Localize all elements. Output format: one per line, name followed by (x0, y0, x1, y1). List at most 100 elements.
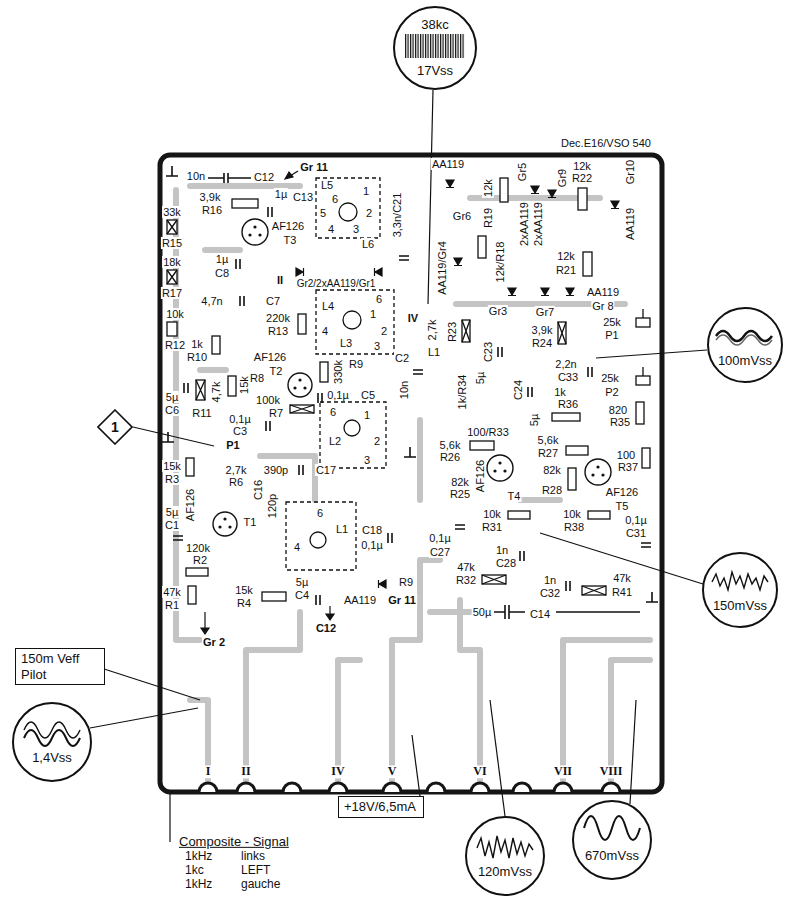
part-label: C28 (495, 557, 517, 569)
signal-note: gauche (240, 878, 281, 891)
part-label: 3 (352, 223, 360, 235)
resistor-symbol (578, 188, 587, 210)
transistor-pin (218, 225, 604, 528)
note-text: +18V/6,5mA (344, 799, 418, 815)
part-label: AF126 (474, 459, 486, 493)
capacitor-symbol (399, 256, 409, 260)
resistor-symbol (462, 320, 470, 342)
resistor-symbol (167, 220, 177, 234)
pin-name: IV (330, 765, 345, 778)
leader-line (133, 427, 214, 446)
part-label: 3 (363, 454, 371, 466)
part-label: 18k (162, 256, 182, 268)
transistor-pin (493, 469, 496, 472)
part-label: C24 (512, 379, 524, 401)
callout-ground (13, 7, 782, 895)
part-label: R25 (449, 488, 471, 500)
part-label: R38 (563, 521, 585, 533)
part-label: AA119 (343, 594, 377, 606)
waveform (716, 335, 772, 345)
ground-symbol (162, 166, 658, 602)
part-label: L4 (321, 300, 335, 312)
copper-track (520, 497, 560, 503)
part-label: AF126 (253, 351, 287, 363)
part-label: C13 (292, 191, 314, 203)
signal-note: 1kc (184, 864, 205, 877)
part-label: 50µ (472, 606, 493, 618)
part-label: R28 (541, 484, 563, 496)
resistor-symbol (186, 568, 208, 576)
capacitor-symbol (388, 533, 392, 543)
pin-name: I (205, 765, 212, 778)
transistor-pin (303, 386, 306, 389)
callout-ground (703, 553, 777, 627)
part-label: R6 (228, 476, 244, 488)
ground-symbol (162, 432, 174, 442)
resistor-symbol (320, 362, 328, 382)
part-label: AA119/Gr4 (436, 240, 448, 296)
part-label: C23 (482, 341, 494, 363)
part-label: L1 (335, 523, 349, 535)
connector-pin (237, 783, 255, 792)
part-label: 12k (482, 178, 494, 198)
copper-track (460, 600, 480, 786)
part-label: AF126 (271, 220, 305, 232)
part-label: 4,7n (200, 295, 223, 307)
coil-shield (286, 502, 356, 570)
resistor-symbol (482, 575, 506, 584)
waveform-callout: 100mVss (707, 307, 783, 383)
waveform (712, 572, 768, 590)
part-label: 4 (321, 325, 329, 337)
part-label: 5µ (165, 506, 179, 518)
part-label: 2xAA119 (532, 201, 544, 247)
diode-symbol (541, 288, 549, 296)
resistor-symbol (212, 336, 220, 354)
connector-pin (329, 783, 347, 792)
copper-track (200, 367, 226, 373)
part-label: L6 (361, 238, 375, 250)
leader-line (630, 700, 636, 804)
part-label: T4 (507, 490, 522, 502)
part-label: R1 (164, 599, 180, 611)
part-label: R17 (161, 287, 183, 299)
part-label: 1k/R34 (456, 374, 468, 411)
part-label: 1k (553, 386, 567, 398)
part-label: Gr2/2xAA119/Gr1 (296, 278, 377, 289)
arrow (285, 172, 293, 179)
resistor-symbol (582, 586, 606, 595)
coil-shield (310, 532, 326, 548)
transistor-pin (298, 378, 301, 381)
part-label: Gr5 (516, 162, 528, 182)
connector-pin (554, 783, 572, 792)
transistor-symbol (242, 219, 268, 245)
pin-name: VI (472, 765, 487, 778)
part-label: C32 (539, 587, 561, 599)
copper-track (246, 612, 300, 786)
capacitor-symbol (494, 605, 640, 619)
diode-symbol (379, 580, 387, 588)
part-label: Gr3 (488, 305, 508, 317)
part-label: L3 (339, 337, 353, 349)
capacitor-symbol (588, 367, 592, 377)
connector-pin (283, 783, 301, 792)
potentiometer-symbol (636, 309, 650, 385)
resistor-symbol (583, 252, 592, 276)
capacitor-symbol (240, 296, 244, 306)
part-label: 47k (456, 561, 476, 573)
part-label: R37 (617, 461, 639, 473)
part-label: 0,1µ (624, 514, 648, 526)
part-label: C3 (232, 425, 248, 437)
part-label: 12k (556, 250, 576, 262)
part-label: 1k (190, 338, 204, 350)
part-label: 12k (572, 160, 592, 172)
ground-symbol (646, 592, 658, 602)
callout-ground (708, 308, 782, 382)
connector-pin (471, 783, 489, 792)
capacitor-symbol (316, 595, 320, 605)
part-label: R19 (482, 207, 494, 229)
part-label: 2 (380, 325, 388, 337)
callout-diamond: 1 (97, 409, 133, 445)
part-label: R9 (398, 576, 414, 588)
callout-ground (573, 801, 651, 879)
part-label: R27 (537, 447, 559, 459)
